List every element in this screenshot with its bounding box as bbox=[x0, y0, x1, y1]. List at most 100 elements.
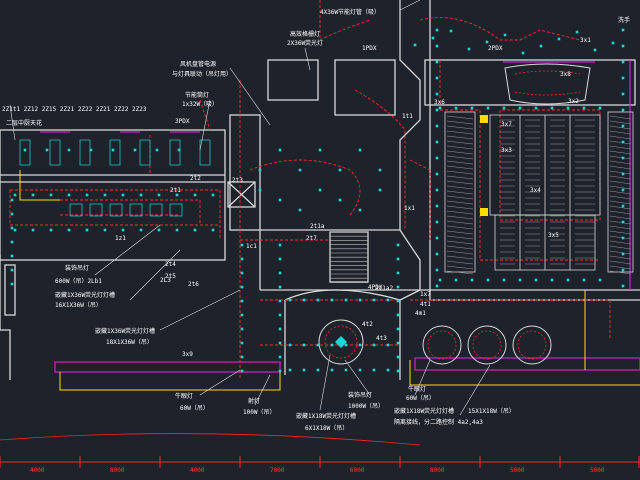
lamp-icon[interactable] bbox=[598, 278, 602, 282]
lamp-icon[interactable] bbox=[396, 299, 400, 303]
lamp-icon[interactable] bbox=[521, 51, 525, 55]
lamp-icon[interactable] bbox=[318, 188, 322, 192]
lamp-icon[interactable] bbox=[435, 140, 439, 144]
lamp-icon[interactable] bbox=[621, 92, 625, 96]
lamp-icon[interactable] bbox=[139, 193, 143, 197]
highlight-lamp-icon[interactable] bbox=[480, 115, 488, 123]
fluorescent-fixture-icon[interactable] bbox=[49, 139, 61, 166]
lamp-icon[interactable] bbox=[67, 228, 71, 232]
lamp-icon[interactable] bbox=[344, 368, 348, 372]
lamp-icon[interactable] bbox=[503, 33, 507, 37]
lamp-icon[interactable] bbox=[621, 188, 625, 192]
fluorescent-fixture-icon[interactable] bbox=[169, 139, 181, 166]
lamp-icon[interactable] bbox=[621, 252, 625, 256]
lamp-icon[interactable] bbox=[302, 368, 306, 372]
lamp-icon[interactable] bbox=[278, 341, 282, 345]
lamp-icon[interactable] bbox=[386, 368, 390, 372]
lamp-icon[interactable] bbox=[435, 252, 439, 256]
lamp-icon[interactable] bbox=[378, 188, 382, 192]
lamp-icon[interactable] bbox=[240, 243, 244, 247]
fluorescent-fixture-icon[interactable] bbox=[139, 139, 151, 166]
lamp-icon[interactable] bbox=[316, 298, 320, 302]
lamp-icon[interactable] bbox=[10, 268, 14, 272]
lamp-icon[interactable] bbox=[23, 148, 27, 152]
lamp-icon[interactable] bbox=[593, 48, 597, 52]
lamp-icon[interactable] bbox=[454, 278, 458, 282]
lamp-icon[interactable] bbox=[621, 172, 625, 176]
lamp-icon[interactable] bbox=[193, 228, 197, 232]
lamp-icon[interactable] bbox=[240, 299, 244, 303]
lamp-icon[interactable] bbox=[240, 285, 244, 289]
lamp-icon[interactable] bbox=[288, 368, 292, 372]
lamp-icon[interactable] bbox=[582, 106, 586, 110]
lamp-icon[interactable] bbox=[111, 148, 115, 152]
lamp-icon[interactable] bbox=[85, 193, 89, 197]
lamp-icon[interactable] bbox=[175, 193, 179, 197]
lamp-icon[interactable] bbox=[49, 228, 53, 232]
lamp-icon[interactable] bbox=[621, 268, 625, 272]
lamp-icon[interactable] bbox=[298, 208, 302, 212]
lamp-icon[interactable] bbox=[539, 44, 543, 48]
lamp-icon[interactable] bbox=[330, 343, 334, 347]
lamp-icon[interactable] bbox=[621, 108, 625, 112]
lamp-icon[interactable] bbox=[575, 30, 579, 34]
lamp-icon[interactable] bbox=[31, 228, 35, 232]
lamp-icon[interactable] bbox=[621, 156, 625, 160]
lamp-icon[interactable] bbox=[413, 43, 417, 47]
fluorescent-fixture-icon[interactable] bbox=[199, 139, 211, 166]
lamp-icon[interactable] bbox=[278, 355, 282, 359]
lamp-icon[interactable] bbox=[582, 278, 586, 282]
lamp-icon[interactable] bbox=[45, 148, 49, 152]
lamp-icon[interactable] bbox=[103, 228, 107, 232]
lamp-icon[interactable] bbox=[49, 193, 53, 197]
grille-lamp-icon[interactable] bbox=[69, 203, 83, 217]
lamp-icon[interactable] bbox=[10, 212, 14, 216]
lamp-icon[interactable] bbox=[10, 240, 14, 244]
lamp-icon[interactable] bbox=[396, 369, 400, 373]
lamp-icon[interactable] bbox=[621, 284, 625, 288]
lamp-icon[interactable] bbox=[157, 193, 161, 197]
lamp-icon[interactable] bbox=[344, 298, 348, 302]
lamp-icon[interactable] bbox=[566, 106, 570, 110]
lamp-icon[interactable] bbox=[396, 243, 400, 247]
lamp-icon[interactable] bbox=[396, 257, 400, 261]
lamp-icon[interactable] bbox=[378, 168, 382, 172]
lamp-icon[interactable] bbox=[621, 124, 625, 128]
grille-lamp-icon[interactable] bbox=[109, 203, 123, 217]
lamp-icon[interactable] bbox=[358, 148, 362, 152]
lamp-icon[interactable] bbox=[358, 368, 362, 372]
lamp-icon[interactable] bbox=[621, 28, 625, 32]
lamp-icon[interactable] bbox=[288, 298, 292, 302]
pendant-lamp-icon[interactable] bbox=[335, 336, 347, 348]
lamp-icon[interactable] bbox=[240, 313, 244, 317]
lamp-icon[interactable] bbox=[278, 271, 282, 275]
lamp-icon[interactable] bbox=[502, 278, 506, 282]
lamp-icon[interactable] bbox=[435, 60, 439, 64]
fluorescent-fixture-icon[interactable] bbox=[19, 139, 31, 166]
lamp-icon[interactable] bbox=[396, 327, 400, 331]
highlight-lamp-icon[interactable] bbox=[480, 208, 488, 216]
lamp-icon[interactable] bbox=[302, 343, 306, 347]
lamp-icon[interactable] bbox=[240, 271, 244, 275]
lamp-icon[interactable] bbox=[486, 106, 490, 110]
lamp-icon[interactable] bbox=[67, 148, 71, 152]
lamp-icon[interactable] bbox=[486, 278, 490, 282]
grille-lamp-icon[interactable] bbox=[129, 203, 143, 217]
lamp-icon[interactable] bbox=[157, 228, 161, 232]
lamp-icon[interactable] bbox=[258, 188, 262, 192]
lamp-icon[interactable] bbox=[10, 254, 14, 258]
grille-lamp-icon[interactable] bbox=[169, 203, 183, 217]
lamp-icon[interactable] bbox=[121, 193, 125, 197]
lamp-icon[interactable] bbox=[449, 29, 453, 33]
lamp-icon[interactable] bbox=[518, 106, 522, 110]
lamp-icon[interactable] bbox=[338, 168, 342, 172]
lamp-icon[interactable] bbox=[435, 76, 439, 80]
lamp-icon[interactable] bbox=[240, 369, 244, 373]
lamp-icon[interactable] bbox=[10, 198, 14, 202]
lamp-icon[interactable] bbox=[435, 204, 439, 208]
lamp-icon[interactable] bbox=[258, 168, 262, 172]
lamp-icon[interactable] bbox=[103, 193, 107, 197]
lamp-icon[interactable] bbox=[470, 106, 474, 110]
lamp-icon[interactable] bbox=[502, 106, 506, 110]
